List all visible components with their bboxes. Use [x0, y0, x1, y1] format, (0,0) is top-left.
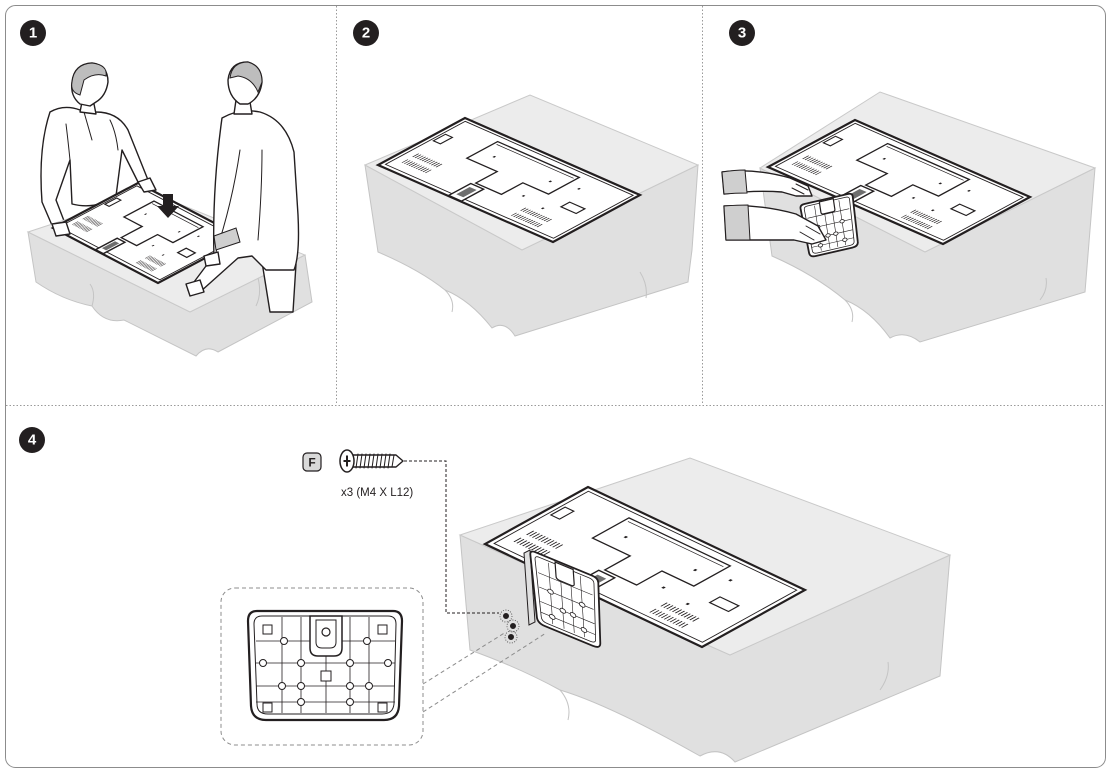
- step-4-panel: 4 F x3 (M4 X L12): [19, 427, 950, 762]
- step-4-badge: 4: [19, 427, 45, 453]
- upper-sleeve: [722, 170, 747, 194]
- screw-quantity-spec: x3 (M4 X L12): [341, 487, 413, 499]
- step-3-panel: 3: [722, 20, 1095, 342]
- step-number: 3: [738, 25, 746, 42]
- step-number: 1: [29, 25, 37, 42]
- step-1-badge: 1: [20, 20, 46, 46]
- part-tag-letter: F: [308, 456, 315, 470]
- step-1-panel: 1: [20, 20, 312, 356]
- step-3-badge: 3: [729, 20, 755, 46]
- step-number: 2: [362, 25, 370, 42]
- screw-part-callout: F x3 (M4 X L12): [303, 450, 413, 499]
- person-left-hand-1: [52, 222, 70, 236]
- stand-base-screw-hole: [322, 628, 330, 636]
- step-number: 4: [28, 432, 37, 449]
- screw-icon: [340, 450, 403, 472]
- step-2-badge: 2: [353, 20, 379, 46]
- step-2-panel: 2: [353, 20, 698, 336]
- lower-sleeve: [724, 205, 750, 240]
